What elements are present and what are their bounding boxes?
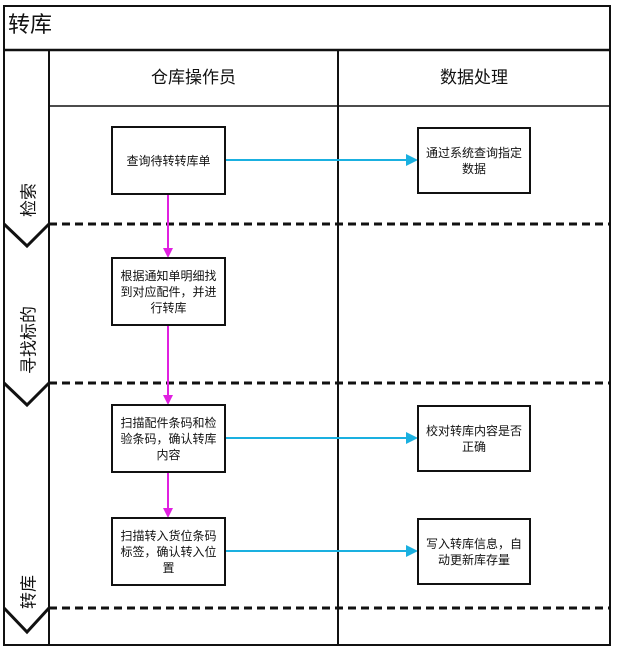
- phase-chevron: [2, 381, 51, 408]
- phase-chevron: [2, 606, 51, 635]
- phase-label-find-target: 寻找标的: [19, 306, 40, 374]
- step-box-scan-location-label[interactable]: 扫描转入货位条码标签，确认转入位置: [111, 517, 226, 586]
- step-box-query-transfer-order[interactable]: 查询待转转库单: [111, 126, 226, 195]
- outer-border: [3, 5, 611, 646]
- lane-header-warehouse-operator: 仓库操作员: [151, 68, 236, 88]
- phase-label-search: 检索: [19, 183, 40, 217]
- step-box-system-query-data[interactable]: 通过系统查询指定数据: [417, 127, 531, 194]
- step-box-write-transfer-info[interactable]: 写入转库信息，自动更新库存量: [417, 518, 531, 585]
- step-box-find-parts[interactable]: 根据通知单明细找到对应配件，并进行转库: [111, 257, 226, 326]
- lane-header-data-processing: 数据处理: [440, 68, 508, 88]
- step-box-scan-part-barcode[interactable]: 扫描配件条码和检验条码，确认转库内容: [111, 404, 226, 473]
- step-box-verify-content[interactable]: 校对转库内容是否正确: [417, 405, 531, 472]
- phase-label-transfer: 转库: [19, 575, 40, 609]
- phase-chevron: [2, 222, 51, 249]
- diagram-title: 转库: [8, 13, 53, 38]
